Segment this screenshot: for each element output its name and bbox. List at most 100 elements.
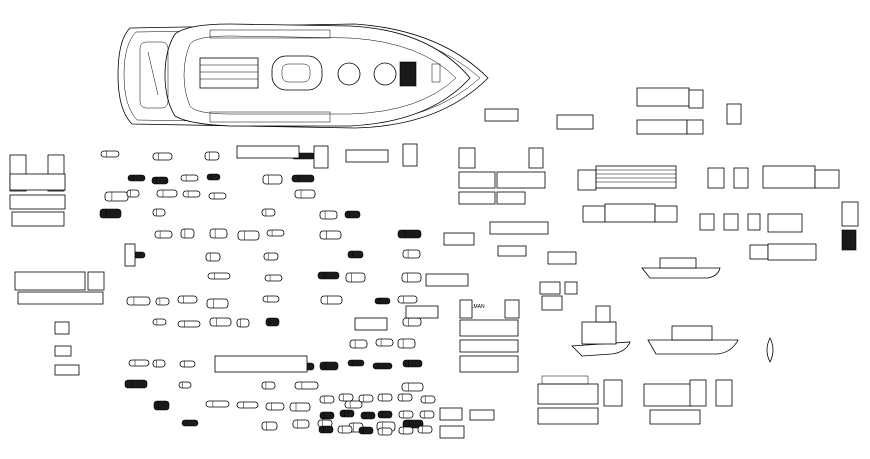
car-block (178, 381, 192, 389)
car-block (398, 410, 414, 419)
car-block (320, 295, 343, 305)
coach-label: PULLMAN (461, 304, 485, 310)
car-block (177, 295, 198, 304)
car-block (420, 395, 436, 404)
boats-group (571, 257, 774, 363)
car-block (344, 400, 363, 409)
car-block (126, 189, 140, 198)
car-block (206, 298, 229, 309)
car-block (401, 272, 422, 283)
car-block (377, 410, 393, 419)
car-block (347, 359, 365, 367)
car-block (261, 208, 276, 217)
car-block (209, 317, 232, 327)
car-block (358, 394, 374, 403)
car-block (127, 174, 146, 182)
car-block (377, 393, 393, 402)
car-block (182, 190, 201, 198)
car-block (318, 425, 334, 434)
car-block (266, 229, 285, 237)
car-block (206, 173, 221, 181)
car-block (338, 393, 354, 402)
car-block (347, 250, 364, 259)
buses-center-group: PULLMAN (459, 299, 520, 373)
car-block (319, 210, 338, 220)
ship-top-view (117, 23, 489, 129)
car-block (319, 411, 335, 420)
car-block (339, 409, 355, 418)
car-block (237, 230, 260, 241)
car-block (208, 192, 227, 200)
car-block (153, 400, 170, 411)
car-block (128, 359, 150, 367)
car-block (375, 338, 394, 347)
car-block (319, 395, 335, 404)
car-block (344, 210, 361, 219)
car-block (124, 379, 148, 389)
car-block (265, 317, 280, 327)
car-block (152, 359, 166, 368)
car-block (261, 381, 276, 390)
buses-left-group (9, 154, 105, 305)
car-block (209, 228, 228, 239)
car-block (265, 402, 285, 411)
trucks-group (458, 87, 859, 261)
car-block (319, 230, 342, 240)
car-block (100, 150, 120, 158)
car-block (358, 426, 374, 435)
car-block (319, 361, 339, 371)
car-block (180, 228, 195, 239)
car-block (397, 229, 422, 239)
car-block (262, 295, 280, 303)
small-cars-group (99, 150, 436, 436)
car-block (397, 393, 413, 402)
car-block (360, 411, 376, 420)
car-block (291, 174, 315, 183)
car-block (205, 400, 230, 408)
car-block (126, 296, 151, 306)
car-block (152, 318, 167, 326)
car-block (345, 272, 366, 283)
car-block (152, 208, 166, 217)
car-block (401, 382, 424, 392)
car-block (294, 381, 319, 390)
car-block (236, 318, 250, 328)
car-block (289, 402, 311, 412)
car-block (152, 152, 173, 161)
car-block (104, 191, 129, 202)
midsize-vehicles-group (214, 108, 594, 373)
car-block (349, 339, 368, 349)
car-block (179, 360, 196, 368)
car-block (204, 151, 220, 161)
car-block (377, 427, 393, 436)
car-block (337, 425, 353, 434)
car-block (372, 362, 393, 370)
car-block (402, 249, 421, 259)
car-block (261, 421, 278, 431)
car-block (151, 176, 169, 185)
car-block (402, 359, 423, 368)
car-block (207, 272, 231, 280)
car-block (397, 338, 416, 349)
car-block (398, 426, 414, 435)
misc-small-vehicles (54, 243, 578, 439)
car-block (294, 189, 316, 199)
car-block (402, 317, 422, 327)
car-block (99, 208, 122, 219)
car-block (402, 419, 424, 429)
car-block (205, 252, 221, 262)
car-block (236, 401, 259, 409)
car-block (419, 410, 435, 419)
car-block (397, 295, 418, 304)
car-block (292, 419, 310, 429)
car-block (180, 174, 199, 182)
car-block (317, 271, 340, 280)
car-block (155, 297, 170, 306)
car-block (263, 252, 279, 261)
car-block (156, 189, 178, 198)
car-block (264, 274, 283, 282)
fire-trucks-group (537, 375, 733, 425)
car-block (154, 230, 173, 239)
car-block (181, 419, 199, 427)
